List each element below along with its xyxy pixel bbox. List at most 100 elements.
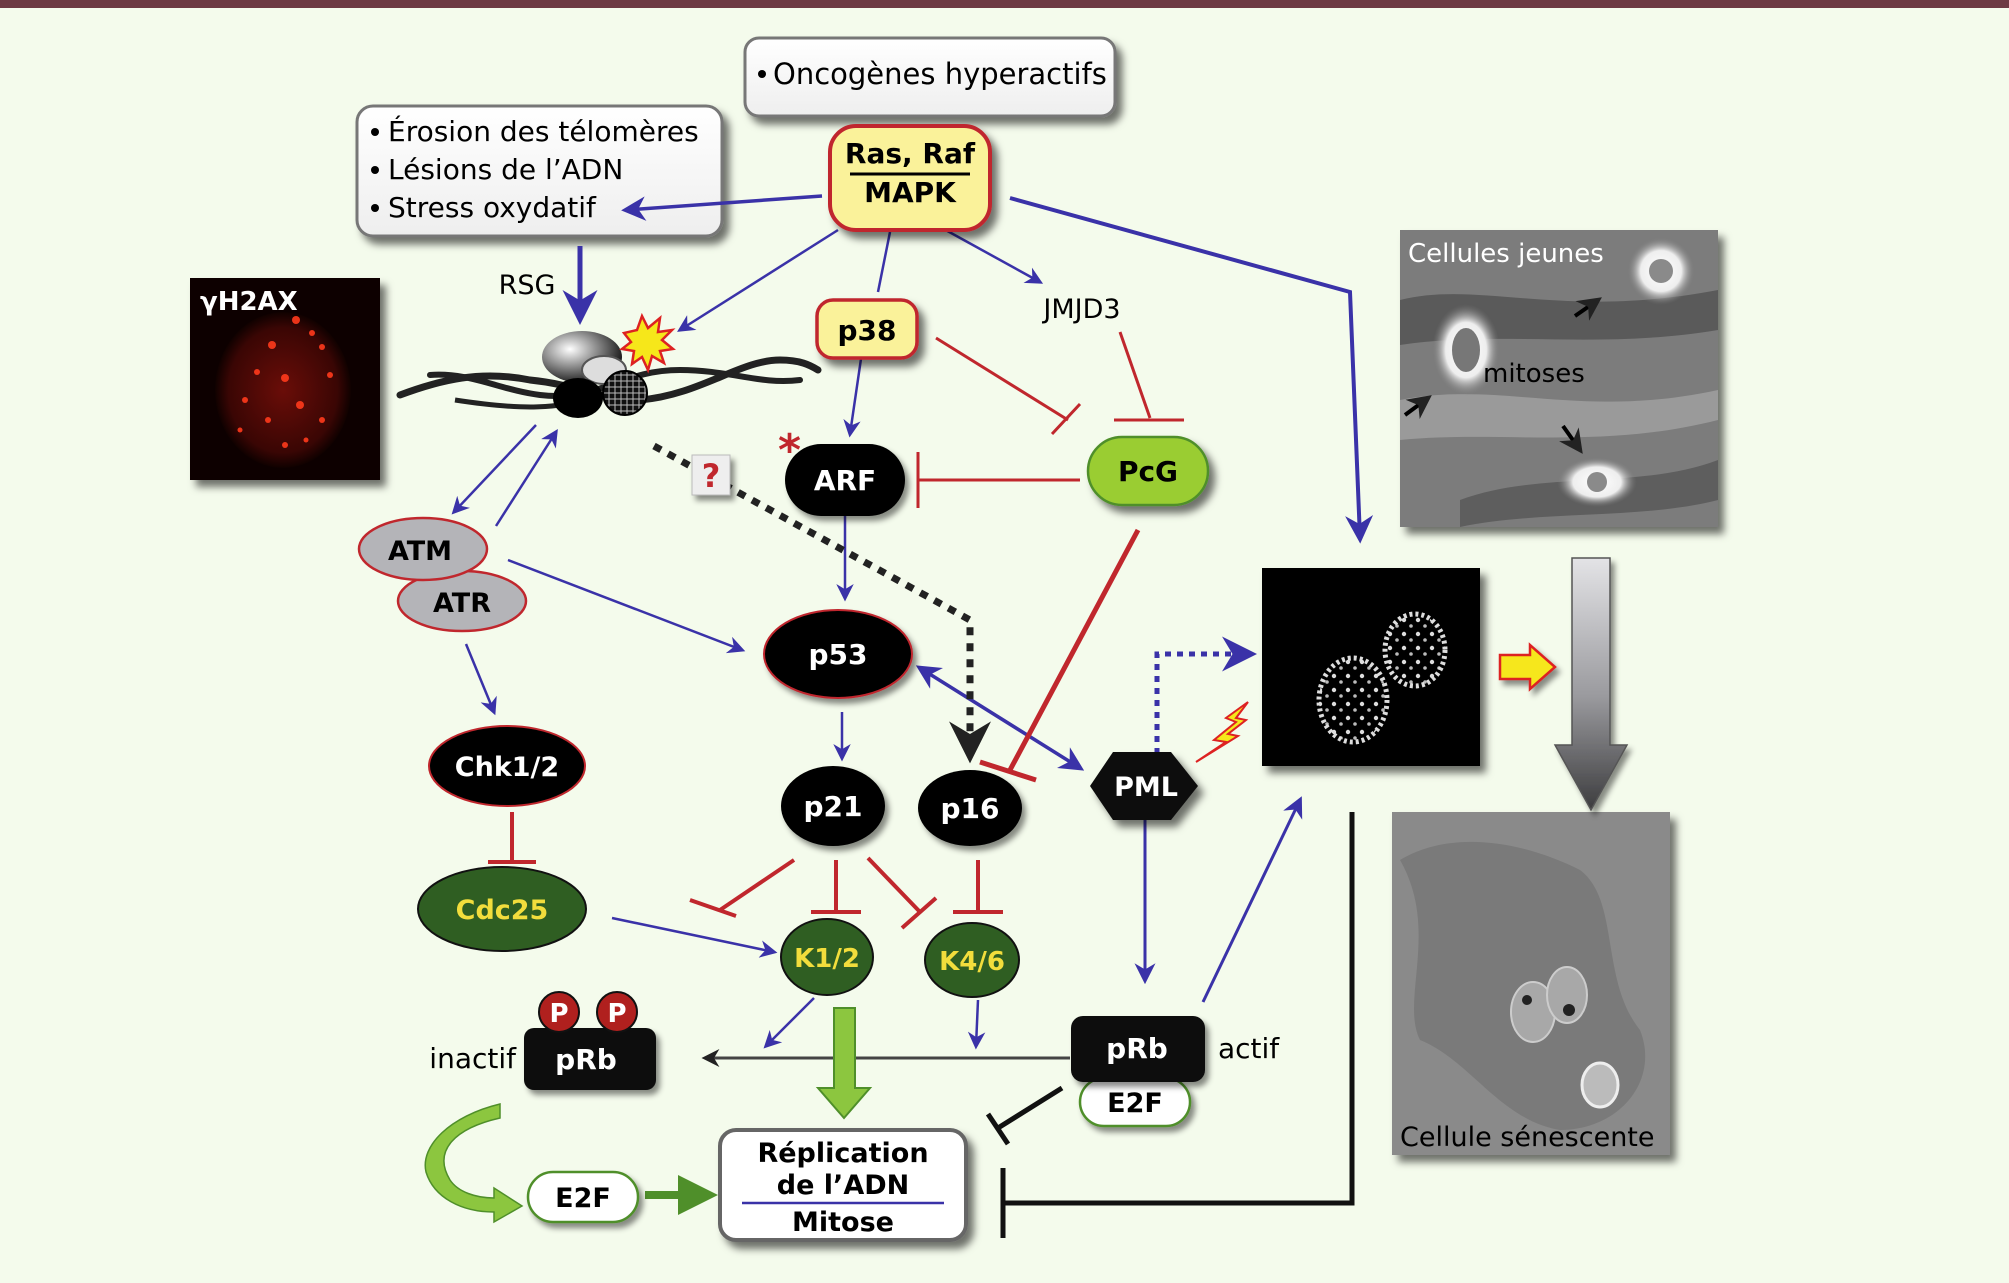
node-p38[interactable] [815, 298, 919, 360]
edge-senescence-replication [1003, 812, 1355, 1206]
senescent-cell-image: Cellule sénescente [1392, 812, 1670, 1155]
edge-k12-prb [763, 997, 815, 1049]
phosphate-1-label: P [549, 999, 568, 1029]
cdc25-label: Cdc25 [456, 895, 549, 926]
node-pcg[interactable] [1086, 435, 1210, 507]
edge-p38-pcg [935, 336, 1069, 422]
node-e2f-free[interactable] [526, 1170, 640, 1224]
ras-raf-label: Ras, Raf [845, 137, 976, 170]
pml-label: PML [1114, 772, 1178, 803]
mitoses-label: mitoses [1483, 359, 1585, 389]
chromatin-damage-site [396, 312, 822, 418]
arf-asterisk: * [778, 425, 801, 476]
edge-prb-replication-bar [985, 1112, 1011, 1146]
p53-label: p53 [808, 638, 867, 671]
edge-p53-pml [915, 665, 1085, 771]
edge-prb-pml-image [1201, 796, 1303, 1003]
edge-mapk-stress [621, 194, 823, 221]
stress-box: Érosion des télomères Lésions de l’ADN S… [355, 104, 724, 238]
lightning-icon [1195, 701, 1249, 763]
phosphate-2-label: P [607, 999, 626, 1029]
edge-atm-chromatin [494, 429, 558, 527]
stress-item-dna-lesions: Lésions de l’ADN [388, 153, 623, 186]
yellow-transition-arrow [1498, 642, 1557, 692]
edge-cdc25-k12 [611, 916, 778, 958]
edge-pcg-p16 [1007, 528, 1141, 772]
young-cells-image: Cellules jeunes mitoses [1400, 230, 1718, 527]
oncogenes-box: Oncogènes hyperactifs [743, 36, 1117, 118]
damage-burst-icon [618, 312, 676, 374]
gh2ax-label: γH2AX [200, 287, 298, 317]
arf-label: ARF [814, 464, 876, 497]
mitosis-arrow-3 [1559, 424, 1583, 454]
node-rsg[interactable]: RSG [499, 270, 556, 301]
edge-p21-k46-bar [900, 896, 938, 930]
node-k1-2[interactable] [780, 918, 874, 996]
oncogenes-text: Oncogènes hyperactifs [773, 57, 1107, 91]
k12-replication-arrow [815, 1007, 873, 1120]
top-banner-bar [0, 0, 2009, 8]
green-arrows [424, 1007, 873, 1224]
k12-label: K1/2 [794, 944, 860, 974]
node-arf[interactable] [785, 444, 905, 516]
edge-p21-cdc25 [718, 858, 796, 912]
pcg-label: PcG [1118, 455, 1178, 488]
node-chk1-2[interactable] [428, 725, 586, 807]
node-prb-active[interactable] [1071, 1016, 1205, 1082]
phosphate-icon-2 [596, 991, 638, 1033]
young-cells-label: Cellules jeunes [1408, 239, 1604, 269]
e2f-bound-label: E2F [1107, 1088, 1163, 1119]
e2f-release-arrow [424, 1103, 524, 1224]
replication-line1: Réplication [757, 1138, 928, 1169]
node-p53[interactable] [763, 609, 913, 699]
node-cdc25[interactable] [417, 866, 587, 952]
node-p21[interactable] [781, 766, 885, 846]
edge-pcg-p16-bar [979, 759, 1037, 783]
edge-k46-prb [967, 999, 986, 1050]
node-ras-raf-mapk[interactable] [828, 124, 992, 232]
edge-pml-dotted [1154, 636, 1257, 754]
question-mark: ? [702, 457, 721, 495]
e2f-free-label: E2F [555, 1183, 611, 1214]
prb-active-label: pRb [1106, 1032, 1168, 1065]
node-prb-inactive[interactable] [524, 1028, 656, 1090]
mitosis-arrow-2 [1573, 297, 1602, 321]
replication-mitosis-box[interactable] [718, 1128, 968, 1242]
node-p16[interactable] [918, 770, 1022, 846]
mitosis-line: Mitose [792, 1207, 894, 1238]
inhibition-edges [488, 331, 1184, 930]
edge-atr-chk [464, 643, 497, 716]
node-jmjd3[interactable]: JMJD3 [1041, 294, 1120, 325]
inactive-label: inactif [429, 1042, 517, 1075]
edge-p38-pcg-bar [1050, 402, 1082, 436]
stress-item-oxidative: Stress oxydatif [388, 191, 597, 224]
edge-p38-arf [843, 351, 864, 438]
replication-inhibitions [701, 812, 1355, 1238]
edge-mapk-chromatin [677, 228, 839, 332]
edge-prb-replication [996, 1085, 1064, 1131]
activation-edges [451, 194, 1374, 1050]
chk-label: Chk1/2 [455, 752, 559, 783]
stress-item-telomeres: Érosion des télomères [388, 114, 699, 148]
mapk-label: MAPK [864, 176, 957, 209]
edge-mapk-pml-image [1009, 196, 1374, 544]
mitosis-arrow-1 [1403, 395, 1432, 420]
node-atm-atr[interactable] [357, 516, 528, 633]
p21-label: p21 [803, 790, 862, 823]
question-mark-badge [691, 454, 731, 496]
edge-mapk-jmjd3 [941, 226, 1044, 284]
pml-bodies-image [1262, 568, 1480, 766]
active-label: actif [1218, 1032, 1280, 1065]
senescent-cell-label: Cellule sénescente [1400, 1122, 1655, 1153]
edge-p21-k46 [866, 856, 922, 914]
replication-line2: de l’ADN [777, 1170, 909, 1201]
senescence-progression-arrow [1553, 557, 1629, 812]
atm-label: ATM [388, 536, 452, 567]
k46-label: K4/6 [939, 947, 1005, 977]
node-pml[interactable] [1090, 752, 1198, 820]
edge-atm-p53 [507, 558, 746, 654]
hypothetical-edge [652, 442, 991, 764]
edge-mapk-p38 [876, 231, 892, 293]
node-k4-6[interactable] [924, 922, 1020, 998]
gh2ax-image: γH2AX [190, 278, 380, 480]
